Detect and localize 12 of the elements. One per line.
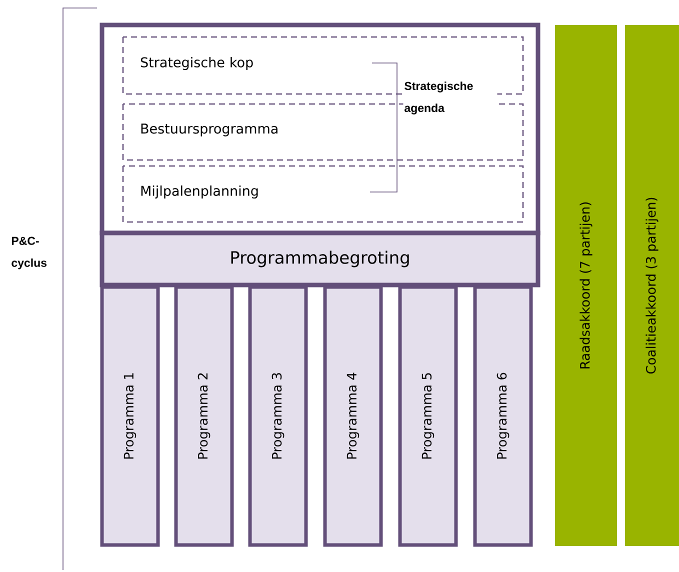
program-bar: Programma 5 [398,285,458,547]
budget-band: Programmabegroting [100,230,540,288]
program-bar: Programma 3 [248,285,308,547]
agreement-bar: Coalitieakkoord (3 partijen) [625,25,679,546]
program-bar: Programma 1 [100,285,160,547]
bracket-label: Strategische agenda [403,80,498,116]
agreement-bar: Raadsakkoord (7 partijen) [555,25,617,546]
section-box: Mijlpalenplanning [122,165,524,223]
program-bar: Programma 2 [174,285,234,547]
program-bar: Programma 4 [323,285,383,547]
bracket-label: P&C-cyclus [10,236,58,270]
program-bar: Programma 6 [473,285,533,547]
